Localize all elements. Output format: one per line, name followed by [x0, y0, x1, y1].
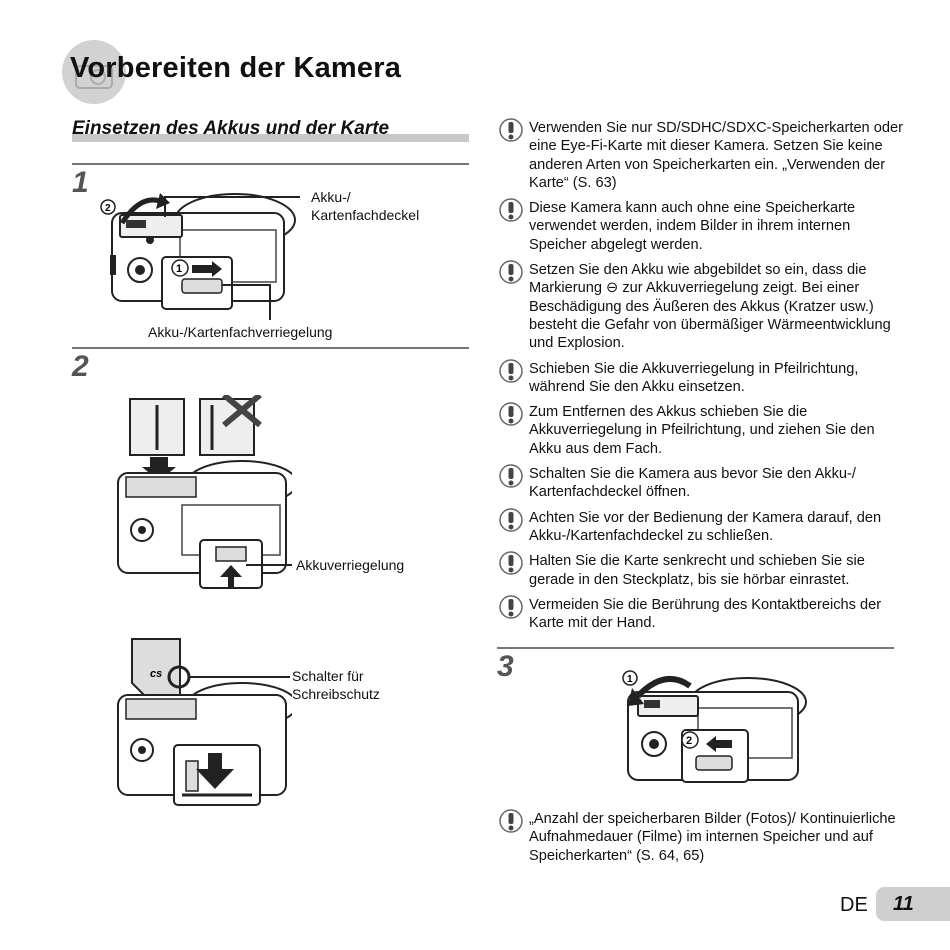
language-label: DE	[840, 894, 868, 916]
battery-insert-illustration	[117, 395, 292, 589]
caution-icon	[499, 118, 523, 142]
caution-icon	[499, 551, 523, 575]
note-text: Schalten Sie die Kamera aus bevor Sie de…	[529, 466, 856, 501]
camera-badge-icon	[75, 65, 113, 89]
page-number-tab	[876, 887, 950, 921]
step-number-2: 2	[72, 350, 89, 383]
note-text: Zum Entfernen des Akkus schieben Sie die…	[529, 404, 875, 457]
note-text: Vermeiden Sie die Berührung des Kontaktb…	[529, 596, 882, 632]
card-insert-illustration: cs	[117, 638, 292, 806]
caution-icon	[499, 260, 523, 284]
note-text: Halten Sie die Karte senkrecht und schie…	[529, 553, 865, 588]
section-title: Einsetzen des Akkus und der Karte	[72, 118, 390, 139]
title-badge	[62, 40, 126, 104]
caution-icon	[499, 402, 523, 426]
section-underline	[72, 134, 469, 142]
step1-marker-b: 1	[176, 263, 182, 275]
divider-step2	[72, 347, 469, 349]
callout-cover-lock: Akku-/Kartenfachverriegelung	[148, 324, 333, 340]
divider-step3	[497, 647, 894, 649]
note-item: Halten Sie die Karte senkrecht und schie…	[497, 551, 907, 589]
caution-icon	[499, 358, 523, 383]
step1-marker-a: 2	[105, 203, 111, 214]
step-number-3: 3	[497, 650, 514, 683]
step3-marker-a: 1	[627, 674, 633, 685]
final-note-text: „Anzahl der speicherbaren Bilder (Fotos)…	[529, 811, 896, 864]
page-number: 11	[893, 893, 914, 915]
note-item: Vermeiden Sie die Berührung des Kontaktb…	[497, 595, 907, 633]
step-number-1: 1	[72, 166, 89, 199]
callout-battery-lock: Akkuverriegelung	[296, 557, 405, 573]
caution-icon	[499, 809, 523, 833]
note-text: Achten Sie vor der Bedienung der Kamera …	[529, 509, 882, 544]
note-item: Verwenden Sie nur SD/SDHC/SDXC-Speicherk…	[497, 118, 907, 192]
final-note: „Anzahl der speicherbaren Bilder (Fotos)…	[497, 809, 907, 865]
note-text: Verwenden Sie nur SD/SDHC/SDXC-Speicherk…	[529, 120, 903, 191]
caution-icon	[499, 507, 523, 532]
callout-write-protect: Schalter für Schreibschutz	[292, 668, 380, 702]
camera-open-cover-illustration: 2 1	[100, 193, 300, 320]
page-title: Vorbereiten der Kamera	[70, 52, 402, 84]
note-text: Schieben Sie die Akkuverriegelung in Pfe…	[529, 360, 859, 395]
divider-step1	[72, 163, 469, 165]
notes-list: Verwenden Sie nur SD/SDHC/SDXC-Speicherk…	[497, 118, 907, 639]
note-item: Schieben Sie die Akkuverriegelung in Pfe…	[497, 358, 907, 397]
caution-icon	[499, 595, 523, 619]
note-item: Zum Entfernen des Akkus schieben Sie die…	[497, 402, 907, 458]
note-item: Schalten Sie die Kamera aus bevor Sie de…	[497, 464, 907, 502]
caution-icon	[499, 464, 523, 488]
camera-close-cover-illustration: 1 2	[622, 670, 807, 783]
svg-text:cs: cs	[150, 668, 162, 680]
note-item: Achten Sie vor der Bedienung der Kamera …	[497, 507, 907, 546]
caution-icon	[499, 198, 523, 222]
note-text: Setzen Sie den Akku wie abgebildet so ei…	[529, 262, 891, 352]
note-item: Setzen Sie den Akku wie abgebildet so ei…	[497, 260, 907, 352]
note-item: Diese Kamera kann auch ohne eine Speiche…	[497, 198, 907, 254]
note-text: Diese Kamera kann auch ohne eine Speiche…	[529, 200, 856, 253]
step3-marker-b: 2	[686, 735, 692, 747]
callout-cover: Akku-/ Kartenfachdeckel	[311, 189, 420, 223]
